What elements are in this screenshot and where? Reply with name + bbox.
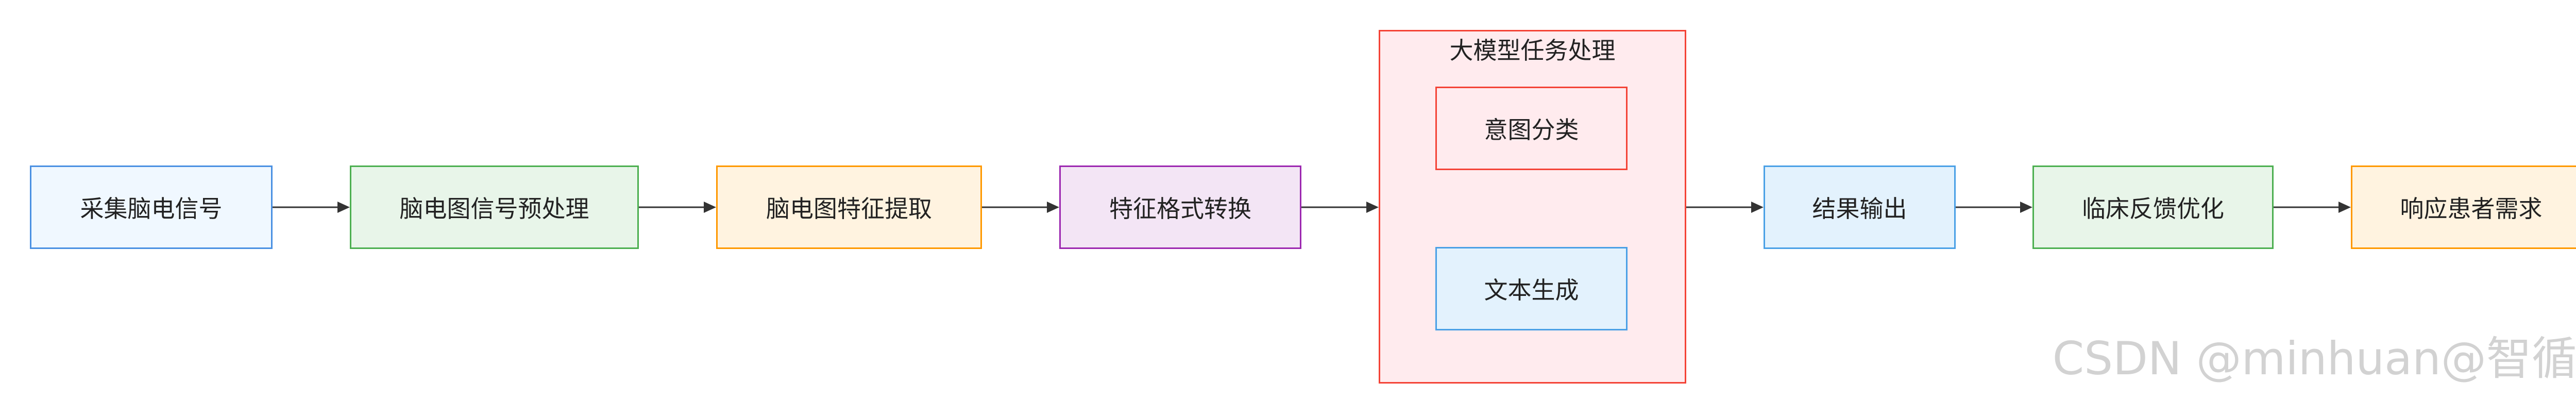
arrow-format-conversion-to-llm-group: [1301, 202, 1379, 213]
node-intent-classification: 意图分类: [1435, 87, 1628, 170]
node-clinical-feedback-optimization: 临床反馈优化: [2032, 165, 2274, 249]
node-eeg-preprocessing: 脑电图信号预处理: [350, 165, 639, 249]
arrowhead: [337, 202, 350, 213]
arrowhead: [1366, 202, 1379, 213]
arrow-feature-extraction-to-format-conversion: [982, 202, 1059, 213]
group-title: 大模型任务处理: [1449, 37, 1616, 64]
node-label: 采集脑电信号: [80, 195, 223, 223]
arrow-collect-to-preprocess: [273, 202, 350, 213]
arrow-llm-group-to-result-output: [1686, 202, 1764, 213]
arrowhead: [1751, 202, 1764, 213]
node-result-output: 结果输出: [1764, 165, 1956, 249]
node-collect-eeg: 采集脑电信号: [30, 165, 273, 249]
node-label: 临床反馈优化: [2082, 195, 2224, 223]
arrowhead: [1047, 202, 1059, 213]
node-text-generation: 文本生成: [1435, 247, 1628, 330]
node-eeg-feature-extraction: 脑电图特征提取: [716, 165, 982, 249]
node-label: 意图分类: [1484, 116, 1579, 144]
node-feature-format-conversion: 特征格式转换: [1059, 165, 1301, 249]
node-label: 特征格式转换: [1109, 195, 1251, 223]
watermark: CSDN @minhuan@智循AI: [2052, 332, 2576, 385]
arrow-clinical-feedback-to-patient-needs: [2274, 202, 2351, 213]
arrow-result-output-to-clinical-feedback: [1956, 202, 2032, 213]
arrow-preprocess-to-feature-extraction: [639, 202, 716, 213]
group-llm-task-processing: 大模型任务处理 意图分类 文本生成: [1379, 30, 1686, 384]
node-label: 响应患者需求: [2400, 195, 2543, 223]
arrowhead: [2338, 202, 2351, 213]
node-respond-patient-needs: 响应患者需求: [2351, 165, 2576, 249]
node-label: 文本生成: [1484, 276, 1579, 304]
arrowhead: [704, 202, 716, 213]
arrowhead: [2020, 202, 2032, 213]
node-label: 脑电图特征提取: [766, 195, 932, 223]
node-label: 结果输出: [1812, 195, 1907, 223]
node-label: 脑电图信号预处理: [399, 195, 589, 223]
